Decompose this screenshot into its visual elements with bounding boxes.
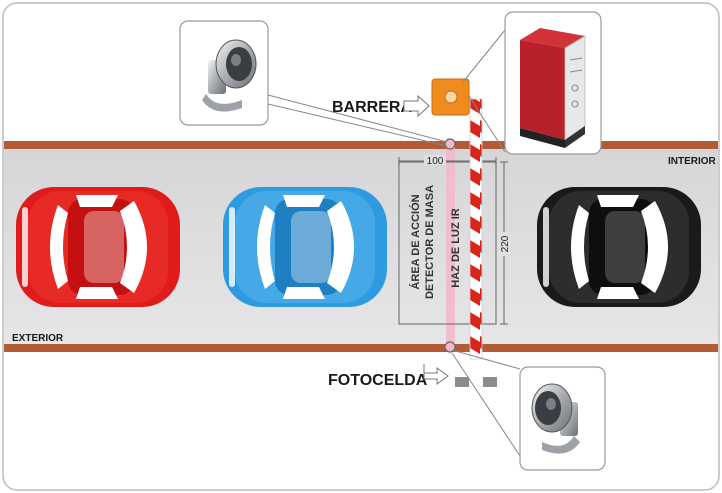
road-bottom-edge	[4, 344, 718, 352]
ir-beam	[446, 147, 455, 345]
dimension-height-label: 220	[500, 235, 511, 252]
exterior-label: EXTERIOR	[12, 333, 64, 344]
dimension-width-label: 100	[427, 156, 444, 167]
ground-marker-2	[483, 377, 497, 387]
barrera-label: BARRERA	[332, 99, 412, 116]
area-label-line1: ÁREA DE ACCIÓN	[409, 194, 422, 289]
ir-beam-label: HAZ DE LUZ IR	[450, 208, 462, 287]
photocell-post-top	[444, 138, 456, 150]
road-top-edge	[4, 141, 718, 149]
interior-label: INTERIOR	[668, 156, 717, 167]
area-label-line2: DETECTOR DE MASA	[424, 185, 436, 299]
photocell-sensor-icon	[531, 383, 580, 454]
photocell-callout-bottom	[519, 366, 606, 471]
car-red	[16, 187, 180, 307]
photocell-callout-top	[179, 20, 269, 126]
car-black	[537, 187, 701, 307]
photocell-sensor-icon	[202, 39, 257, 112]
mass-detector-area	[398, 161, 497, 325]
photocell-post-bottom	[444, 341, 456, 353]
right-arrow-icon	[403, 94, 430, 118]
leader-lines	[267, 29, 521, 457]
car-blue	[223, 187, 387, 307]
fotocelda-label: FOTOCELDA	[328, 372, 428, 389]
ground-marker-1	[455, 377, 469, 387]
barrier-arm	[469, 98, 483, 360]
loop-detector-module-icon	[520, 28, 586, 148]
loop-detector-callout	[504, 11, 602, 155]
right-arrow-icon	[423, 364, 449, 385]
barrier-motor-box	[431, 78, 470, 116]
